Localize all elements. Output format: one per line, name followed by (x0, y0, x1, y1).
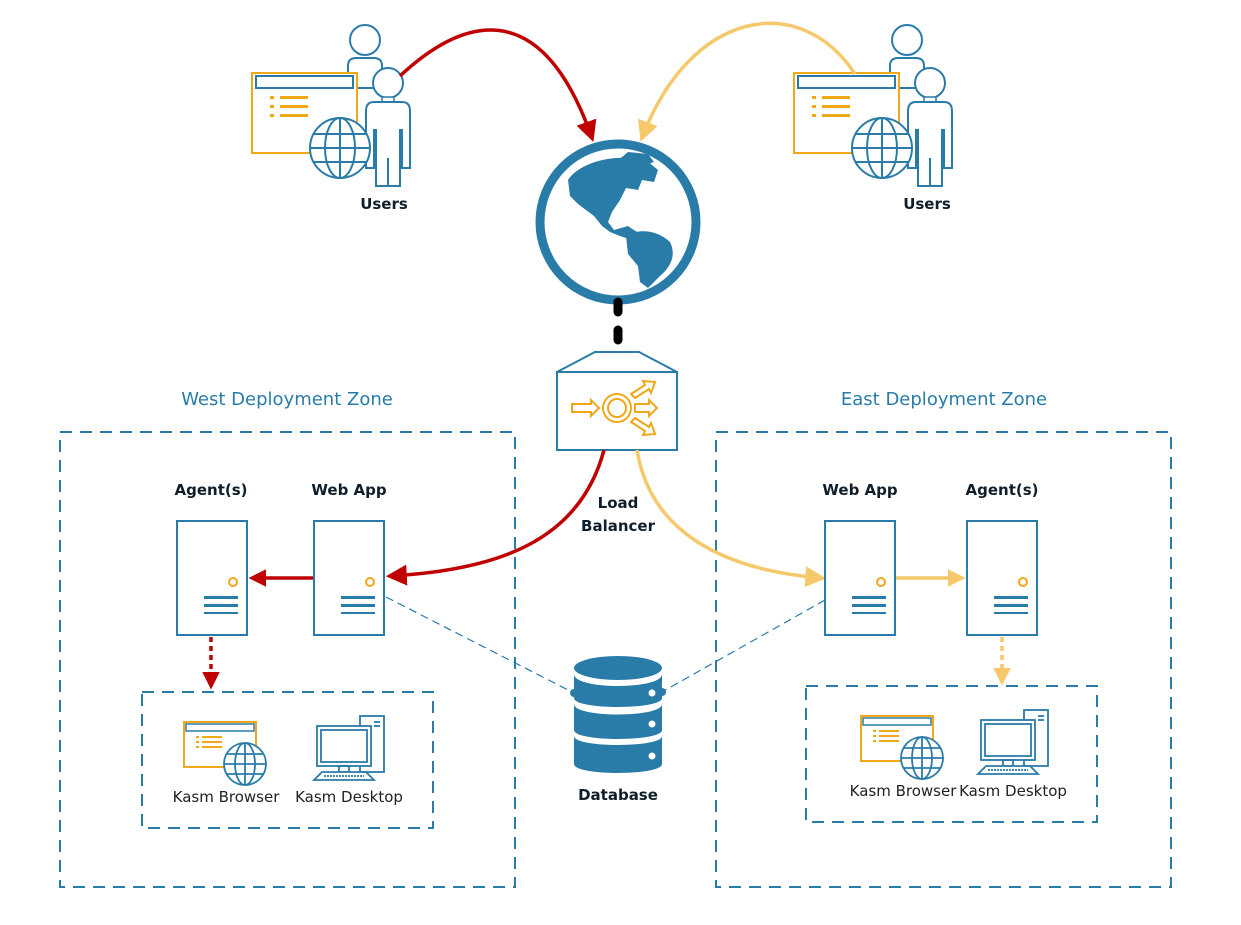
lb-to-east-webapp-arrow (635, 449, 827, 588)
east-kasm-browser-label: Kasm Browser (849, 782, 957, 800)
west-users-icon (251, 24, 411, 187)
east-users-icon (793, 24, 953, 187)
database-label: Database (578, 786, 658, 804)
internet-globe-icon (535, 139, 701, 305)
east-webapp-server-icon (824, 520, 896, 636)
west-zone-title: West Deployment Zone (181, 389, 393, 410)
west-apps-boundary (141, 691, 434, 829)
east-kasm-browser-icon (860, 715, 944, 780)
load-balancer-label-line1: Load (597, 494, 639, 512)
east-zone-title: East Deployment Zone (840, 389, 1048, 410)
east-zone-boundary (715, 431, 1172, 888)
east-apps-boundary (805, 685, 1098, 823)
east-kasm-desktop-icon (977, 709, 1049, 775)
load-balancer-label-line2: Balancer (581, 517, 655, 535)
west-webapp-label: Web App (311, 481, 387, 499)
west-kasm-desktop-icon (313, 715, 385, 781)
west-users-to-internet-arrow (398, 28, 597, 142)
west-agent-label: Agent(s) (174, 481, 248, 499)
east-users-label: Users (903, 195, 951, 213)
west-kasm-browser-label: Kasm Browser (172, 788, 280, 806)
west-kasm-browser-icon (183, 721, 267, 786)
east-webapp-label: Web App (822, 481, 898, 499)
east-webapp-db-link (661, 599, 826, 693)
lb-to-west-webapp-arrow (385, 449, 606, 586)
east-users-to-internet-arrow (638, 21, 857, 142)
west-webapp-server-icon (313, 520, 385, 636)
west-webapp-db-link (385, 596, 577, 695)
database-icon (570, 656, 666, 773)
west-agent-server-icon (176, 520, 248, 636)
east-kasm-desktop-label: Kasm Desktop (959, 782, 1067, 800)
west-zone-boundary (59, 431, 516, 888)
west-users-label: Users (360, 195, 408, 213)
east-agent-label: Agent(s) (965, 481, 1039, 499)
east-agent-server-icon (966, 520, 1038, 636)
load-balancer-icon (556, 351, 678, 451)
west-kasm-desktop-label: Kasm Desktop (295, 788, 403, 806)
